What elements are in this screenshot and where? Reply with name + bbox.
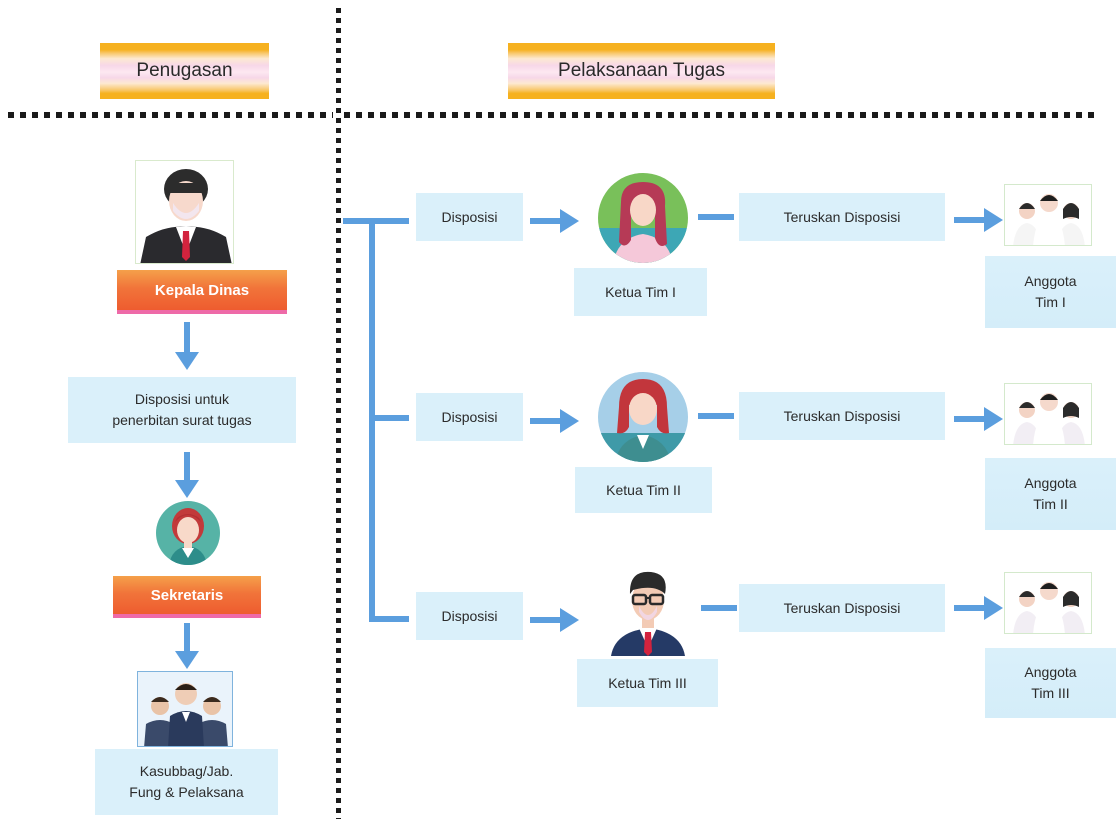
arrow-down-icon [175,322,199,370]
team3-teruskan-label: Teruskan Disposisi [783,599,901,616]
team1-teruskan-box: Teruskan Disposisi [739,193,945,241]
staff-photo [137,671,233,747]
team2-dash-line [698,413,734,419]
man-in-suit-icon [140,169,232,263]
ketua-tim-2-box: Ketua Tim II [575,467,712,513]
arrow-right-icon [530,608,579,632]
team2-teruskan-label: Teruskan Disposisi [783,407,901,424]
header-penugasan: Penugasan [100,43,269,99]
arrow-right-icon [954,596,1003,620]
anggota-tim-1-line2: Tim I [1035,294,1066,310]
kasubbag-line2: Fung & Pelaksana [129,784,244,800]
kepala-dinas-bar: Kepala Dinas [117,270,287,310]
vertical-divider [336,8,341,819]
group-of-people-icon [138,672,232,746]
anggota-tim-2-box: Anggota Tim II [985,458,1116,530]
team3-dash-line [701,605,737,611]
team1-teruskan-label: Teruskan Disposisi [783,208,901,225]
disposisi-line2: penerbitan surat tugas [112,412,252,428]
ketua-tim-2-label: Ketua Tim II [606,481,681,498]
ketua-tim-3-avatar-icon [611,571,685,656]
anggota-tim-3-line2: Tim III [1031,685,1070,701]
team2-disposisi-box: Disposisi [416,393,523,441]
sekretaris-label: Sekretaris [150,586,224,604]
ketua-tim-1-box: Ketua Tim I [574,268,707,316]
arrow-down-icon [175,623,199,669]
ketua-tim-3-box: Ketua Tim III [577,659,718,707]
kasubbag-line1: Kasubbag/Jab. [139,763,234,779]
kepala-dinas-label: Kepala Dinas [154,281,250,299]
team2-disposisi-label: Disposisi [441,408,498,425]
team3-disposisi-label: Disposisi [441,607,498,624]
disposisi-surat-tugas-box: Disposisi untuk penerbitan surat tugas [68,377,296,443]
header-pelaksanaan-label: Pelaksanaan Tugas [558,60,725,81]
team2-teruskan-box: Teruskan Disposisi [739,392,945,440]
ketua-tim-3-label: Ketua Tim III [608,674,687,691]
team1-dash-line [698,214,734,220]
sekretaris-bar: Sekretaris [113,576,261,614]
bracket-top-line [343,218,409,224]
team3-disposisi-box: Disposisi [416,592,523,640]
team1-disposisi-box: Disposisi [416,193,523,241]
horizontal-divider-right [344,112,1096,118]
anggota-tim-2-line1: Anggota [1024,475,1077,491]
team1-disposisi-label: Disposisi [441,208,498,225]
kasubbag-box: Kasubbag/Jab. Fung & Pelaksana [95,749,278,815]
header-penugasan-label: Penugasan [136,60,233,81]
header-pelaksanaan-tugas: Pelaksanaan Tugas [508,43,775,99]
anggota-tim-1-box: Anggota Tim I [985,256,1116,328]
sekretaris-avatar-icon [156,501,220,565]
kasubbag-text: Kasubbag/Jab. Fung & Pelaksana [129,761,243,803]
arrow-right-icon [954,208,1003,232]
ketua-tim-2-avatar-icon [598,372,688,462]
anggota-tim-3-line1: Anggota [1024,664,1077,680]
anggota-tim-1-text: Anggota Tim I [1024,271,1076,313]
bracket-bottom-line [369,616,409,622]
horizontal-divider-left [8,112,333,118]
kepala-dinas-photo [135,160,234,264]
group-of-people-icon [1013,582,1085,633]
anggota-tim-2-text: Anggota Tim II [1024,473,1076,515]
anggota-tim-1-line1: Anggota [1024,273,1077,289]
team3-teruskan-box: Teruskan Disposisi [739,584,945,632]
anggota-tim-2-line2: Tim II [1033,496,1068,512]
disposisi-line1: Disposisi untuk [134,391,230,407]
group-of-people-icon [1013,194,1085,245]
group-of-people-icon [1013,393,1085,444]
team2-members-photo [1004,383,1092,445]
anggota-tim-3-text: Anggota Tim III [1024,662,1076,704]
anggota-tim-3-box: Anggota Tim III [985,648,1116,718]
team3-members-photo [1004,572,1092,634]
disposisi-surat-tugas-text: Disposisi untuk penerbitan surat tugas [112,389,251,431]
arrow-right-icon [530,409,579,433]
arrow-right-icon [530,209,579,233]
ketua-tim-1-avatar-icon [598,173,688,263]
ketua-tim-1-label: Ketua Tim I [605,283,676,300]
bracket-mid-line [369,415,409,421]
arrow-right-icon [954,407,1003,431]
team1-members-photo [1004,184,1092,246]
arrow-down-icon [175,452,199,498]
